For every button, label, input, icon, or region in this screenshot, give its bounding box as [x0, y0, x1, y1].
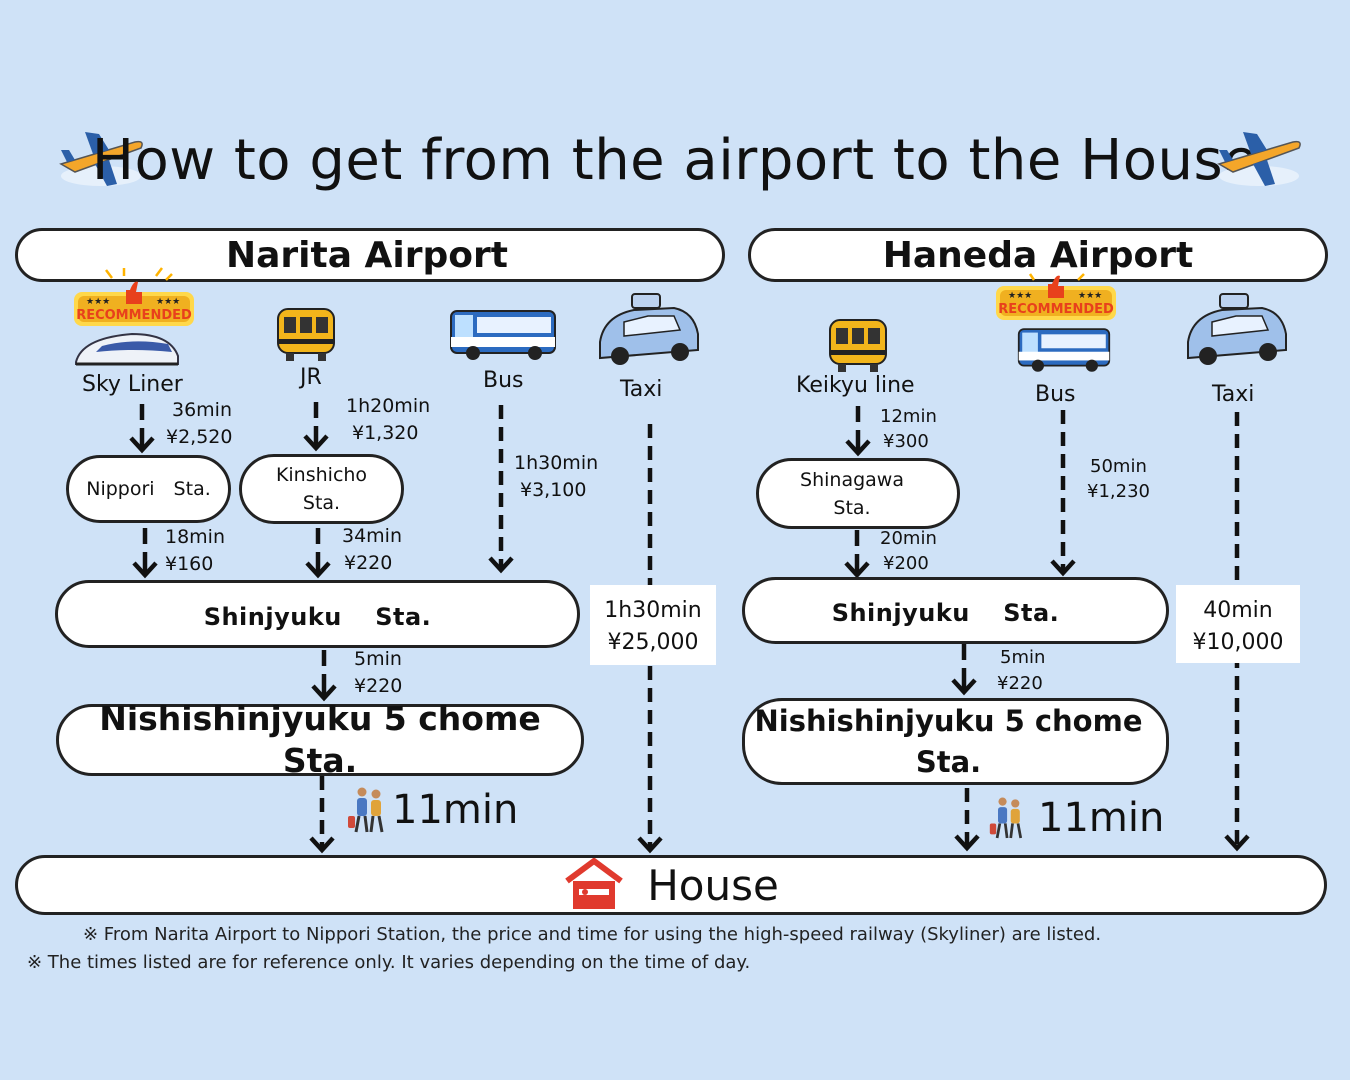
bullet-train-icon	[75, 332, 179, 366]
walking-people-icon	[989, 797, 1023, 839]
narita-airport-header: Narita Airport	[15, 228, 725, 282]
airplane-icon	[1217, 132, 1301, 186]
bus-leg-info: 1h30min ¥3,100	[514, 452, 599, 501]
haneda-bus-leg-info: 50min ¥1,230	[1087, 456, 1150, 502]
recommended-text: RECOMMENDED	[998, 302, 1114, 317]
bus-icon	[1017, 328, 1111, 372]
haneda-airport-header: Haneda Airport	[748, 228, 1328, 282]
taxi-icon	[1187, 293, 1287, 365]
house-destination: House	[15, 855, 1327, 915]
train-icon	[277, 308, 335, 361]
walking-people-icon	[348, 787, 384, 833]
svg-text:★★★: ★★★	[1008, 291, 1032, 301]
train-icon	[829, 319, 887, 372]
haneda-taxi-info: 40min ¥10,000	[1176, 585, 1300, 663]
nippori-station: Nippori Sta.	[66, 455, 231, 523]
mode-label-taxi: Taxi	[620, 377, 663, 402]
haneda-walk-info: 11min	[988, 795, 1164, 841]
page-title: How to get from the airport to the House	[91, 128, 1259, 193]
narita-shinjyuku-leg-info: 5min ¥220	[354, 648, 403, 697]
recommended-badge: ★★★ ★★★ RECOMMENDED	[74, 267, 194, 326]
svg-text:★★★: ★★★	[86, 297, 110, 307]
mode-label-bus: Bus	[483, 368, 524, 393]
house-icon	[565, 858, 623, 909]
nippori-leg-info: 18min ¥160	[165, 526, 226, 575]
footnote-1: ※ From Narita Airport to Nippori Station…	[83, 924, 1102, 945]
svg-text:★★★: ★★★	[1078, 291, 1102, 301]
mode-label-skyliner: Sky Liner	[82, 372, 183, 397]
kinshicho-leg-info: 34min ¥220	[342, 525, 403, 574]
mode-label-jr: JR	[300, 365, 322, 390]
jr-leg-info: 1h20min ¥1,320	[346, 395, 431, 444]
haneda-shinjyuku-station: Shinjyuku Sta.	[742, 577, 1169, 644]
svg-text:★★★: ★★★	[156, 297, 180, 307]
footnote-2: ※ The times listed are for reference onl…	[27, 952, 751, 973]
mode-label-taxi: Taxi	[1212, 382, 1255, 407]
narita-walk-info: 11min	[346, 786, 518, 834]
shinagawa-leg-info: 20min ¥200	[880, 528, 937, 574]
skyliner-leg-info: 36min ¥2,520	[166, 399, 233, 448]
keikyu-leg-info: 12min ¥300	[880, 406, 937, 452]
mode-label-bus: Bus	[1035, 382, 1076, 407]
narita-shinjyuku-station: Shinjyuku Sta.	[55, 580, 580, 648]
haneda-shinjyuku-leg-info: 5min ¥220	[997, 647, 1046, 694]
bus-icon	[450, 310, 556, 360]
mode-label-keikyu: Keikyu line	[796, 373, 915, 398]
recommended-badge: ★★★ ★★★ RECOMMENDED	[996, 273, 1116, 320]
taxi-icon	[599, 293, 699, 365]
narita-nishishinjyuku-station: Nishishinjyuku 5 chome Sta.	[56, 699, 584, 780]
recommended-text: RECOMMENDED	[76, 308, 192, 323]
narita-taxi-info: 1h30min ¥25,000	[590, 585, 716, 665]
airplane-icon	[59, 132, 143, 186]
